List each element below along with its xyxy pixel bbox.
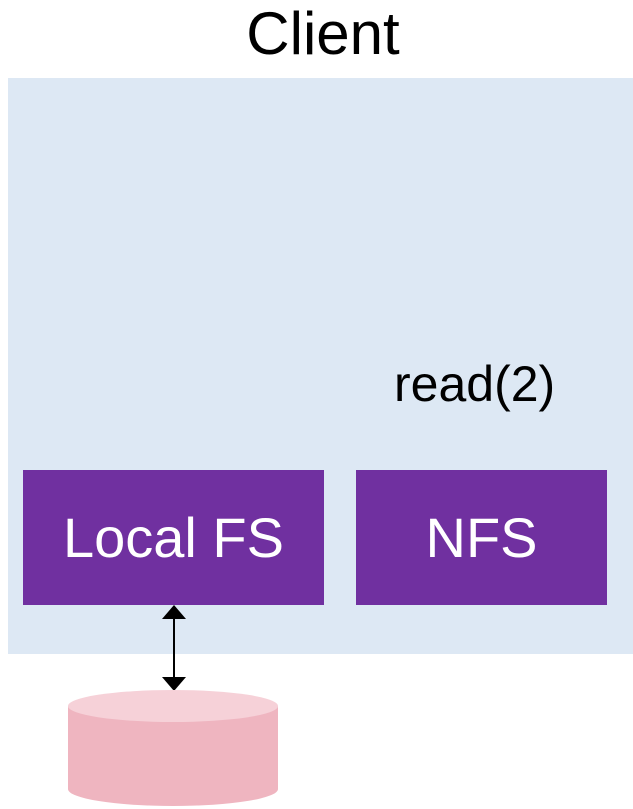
double-arrow-icon <box>162 605 186 691</box>
nfs-box: NFS <box>356 470 607 605</box>
disk-icon <box>68 690 278 806</box>
nfs-label: NFS <box>425 506 538 569</box>
client-title: Client <box>246 0 400 67</box>
local-fs-label: Local FS <box>63 506 284 569</box>
local-fs-box: Local FS <box>23 470 324 605</box>
read-call-label: read(2) <box>394 356 556 412</box>
